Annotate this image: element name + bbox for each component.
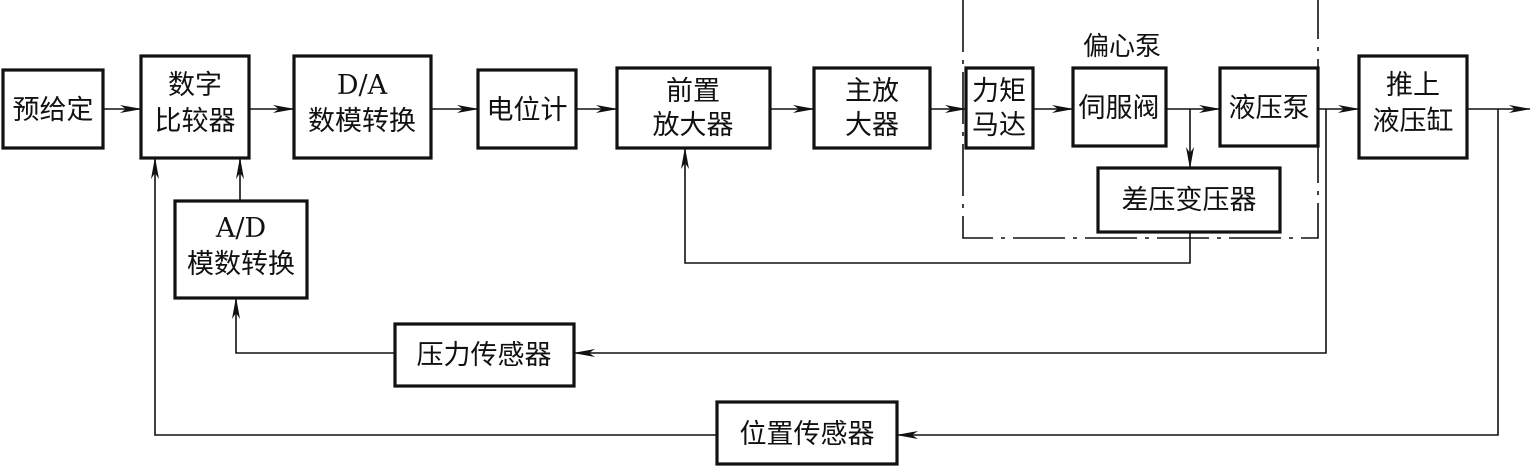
position-sensor-block: 位置传感器 (715, 400, 899, 466)
push-cylinder-label-1: 推上 (1386, 70, 1440, 101)
adc-label-1: A/D (215, 213, 266, 244)
servo-valve-label: 伺服阀 (1079, 93, 1160, 124)
hydraulic-pump-label: 液压泵 (1229, 93, 1310, 124)
torque-motor-label-1: 力矩 (972, 76, 1026, 107)
wire-diff-transformer-to-preamp (681, 147, 1191, 264)
eccentric-pump-label: 偏心泵 (1083, 32, 1161, 62)
main-amplifier-label-1: 主放 (845, 76, 899, 107)
dac-label-2: 数模转换 (308, 106, 416, 137)
feedback-wires (151, 109, 1499, 439)
pressure-sensor-label: 压力传感器 (417, 340, 552, 371)
pressure-sensor-block: 压力传感器 (393, 322, 576, 388)
preset-block: 预给定 (1, 68, 105, 150)
wire-cylinder-to-position-sensor (896, 109, 1499, 439)
wire-position-sensor-to-comparator (151, 157, 717, 436)
dac-block: D/A 数模转换 (292, 54, 433, 160)
dac-label-1: D/A (337, 70, 388, 101)
potentiometer-label: 电位计 (487, 95, 568, 126)
differential-transformer-block: 差压变压器 (1096, 166, 1282, 234)
wire-pump-to-pressure-sensor (573, 109, 1327, 357)
main-amplifier-block: 主放 大器 (812, 66, 932, 150)
servo-valve-block: 伺服阀 (1071, 66, 1168, 148)
differential-transformer-label: 差压变压器 (1122, 185, 1257, 216)
main-amplifier-label-2: 大器 (845, 110, 899, 141)
preset-label: 预给定 (13, 95, 94, 126)
push-cylinder-label-2: 液压缸 (1373, 106, 1454, 137)
torque-motor-block: 力矩 马达 (964, 66, 1035, 150)
potentiometer-block: 电位计 (476, 68, 578, 150)
adc-label-2: 模数转换 (187, 249, 295, 280)
digital-comparator-label-1: 数字 (168, 70, 222, 101)
preamplifier-block: 前置 放大器 (615, 66, 772, 150)
digital-comparator-label-2: 比较器 (155, 106, 236, 137)
preamplifier-label-1: 前置 (666, 76, 720, 107)
position-sensor-label: 位置传感器 (740, 419, 875, 450)
digital-comparator-block: 数字 比较器 (139, 54, 251, 160)
hydraulic-pump-block: 液压泵 (1218, 66, 1320, 148)
preamplifier-label-2: 放大器 (653, 110, 734, 141)
wire-pressure-sensor-to-adc (232, 297, 395, 354)
push-cylinder-block: 推上 液压缸 (1357, 54, 1469, 160)
torque-motor-label-2: 马达 (972, 110, 1026, 141)
adc-block: A/D 模数转换 (173, 199, 309, 300)
